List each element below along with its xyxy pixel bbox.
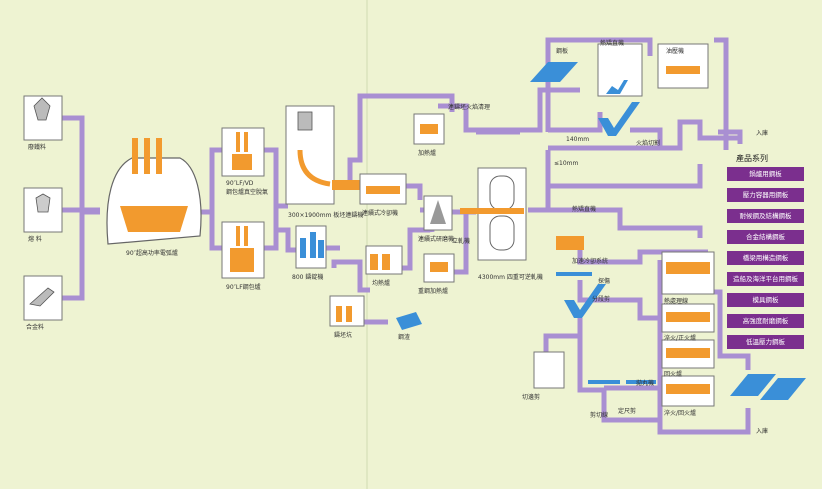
cooling-bed-label: 熱矯直機	[572, 206, 597, 213]
caster-label: 300×1900mm 板坯連鑄機	[288, 212, 364, 219]
thickness-10-label: ≤10mm	[554, 160, 579, 167]
heat-treat-3-label: 回火爐	[664, 371, 683, 378]
raw-iron-label: 廢鐵料	[28, 144, 47, 151]
heat-furnace-label: 加熱爐	[418, 150, 437, 157]
raw-flux-label: 熔 料	[28, 236, 42, 243]
scrap-label: 鋼渣	[398, 334, 411, 341]
product-item: 合金結構鋼板	[727, 230, 804, 244]
heat-treat-2-label: 淬火/正火爐	[664, 335, 697, 342]
product-item: 模具鋼板	[727, 293, 804, 307]
product-item: 壓力容器用鋼板	[727, 188, 804, 202]
heat-treat-4-label: 淬火/回火爐	[664, 410, 697, 417]
stock-bottom-label: 入庫	[756, 428, 769, 435]
flaw-label: 探傷	[598, 278, 611, 285]
lf-label: 90″LF鋼包爐	[226, 284, 261, 291]
furnace-label: 90″超高功率電弧爐	[126, 250, 178, 257]
acc-cool-label: 加速冷卻系統	[572, 258, 609, 265]
cut-length-label: 定尺剪	[618, 408, 637, 415]
thickness-140-label: 140mm	[566, 136, 590, 143]
product-item: 耐候鋼及結構鋼板	[727, 209, 804, 223]
product-item: 造船及海洋平台用鋼板	[727, 272, 804, 286]
product-item: 高強度耐磨鋼板	[727, 314, 804, 328]
hot-straightener-label: 熱矯直機	[600, 40, 625, 47]
reheat-label: 重鋼加熱爐	[418, 288, 449, 295]
mill-label: 4300mm 四重可逆軋機	[478, 274, 543, 281]
product-item: 低溫壓力鋼板	[727, 335, 804, 349]
scarfer-label: 連鑄坯火焰清理	[448, 104, 491, 111]
ingot-label: 800 鑄錠機	[292, 274, 324, 281]
product-item: 鍋爐用鋼板	[727, 167, 804, 181]
soaking-label: 均熱爐	[372, 280, 391, 287]
heat-treat-1-label: 熱處理線	[664, 298, 689, 305]
vd-label: 90″LF/VD 鋼包爐真空脫氣	[226, 180, 269, 196]
vertical-mill-label: 立軋機	[452, 238, 471, 245]
grinder-label: 連續式研磨機	[418, 236, 455, 243]
stock-top-label: 入庫	[756, 130, 769, 137]
cold-shear-label: 剪切線	[590, 412, 609, 419]
plate-top-label: 鋼板	[556, 48, 569, 55]
trim-shear-label: 切邊剪	[522, 394, 541, 401]
press-label: 油壓機	[666, 48, 685, 55]
products-title: 產品系列	[736, 154, 768, 163]
side-cut-label: 火焰切割	[636, 140, 661, 147]
blasting-label: 拋丸機	[636, 380, 655, 387]
cooling-label: 連續式冷卻機	[362, 210, 399, 217]
dividing-shear-label: 分段剪	[592, 296, 611, 303]
page-gutter	[366, 0, 368, 489]
product-item: 橋梁用構造鋼板	[727, 251, 804, 265]
ingot-pit-label: 鑄坯坑	[334, 332, 353, 339]
raw-alloy-label: 合金料	[26, 324, 45, 331]
